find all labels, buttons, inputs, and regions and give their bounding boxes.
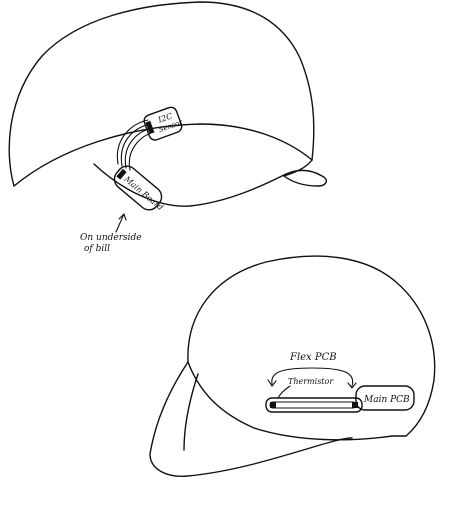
underside-arrow (116, 214, 124, 232)
underside-note-line2: of bill (84, 244, 110, 254)
top-cap: I2C Sensor Main Board On underside of bi… (9, 2, 326, 254)
bottom-main-pcb: Main PCB (356, 386, 414, 410)
flex-pcb-strip (266, 398, 362, 412)
bottom-cap-bill-inner (184, 374, 198, 450)
i2c-sensor-board: I2C Sensor (143, 105, 186, 142)
thermistor-label: Thermistor (288, 377, 334, 386)
top-main-board-label: Main Board (122, 174, 165, 212)
top-cap-crown-outline (9, 2, 314, 186)
top-main-board: Main Board (110, 162, 170, 217)
top-cap-crown-seam (14, 124, 312, 186)
underside-note-line1: On underside (80, 233, 142, 243)
bottom-cap: Flex PCB Thermistor Main PCB (150, 256, 435, 476)
thermistor-pointer (278, 386, 290, 398)
bottom-cap-crown-outline (188, 256, 435, 436)
main-pcb-label: Main PCB (363, 395, 410, 405)
flex-pcb-label: Flex PCB (289, 352, 337, 363)
